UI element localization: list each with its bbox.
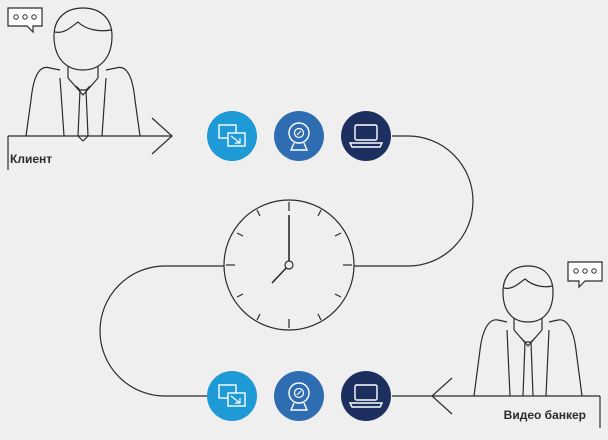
banker-arrowhead [431, 377, 453, 415]
channel-row-bottom [207, 371, 391, 421]
screen-share-icon [207, 111, 257, 161]
client-arrowhead [151, 117, 173, 155]
clock-icon [223, 199, 355, 331]
channel-row-top [207, 111, 391, 161]
webcam-icon [274, 371, 324, 421]
webcam-icon [274, 111, 324, 161]
speech-bubble-icon [567, 261, 603, 289]
banker-person-icon [473, 265, 583, 397]
speech-bubble-icon [7, 7, 43, 34]
client-label: Клиент [10, 152, 53, 166]
client-person-icon [25, 7, 141, 142]
banker-label: Видео банкер [503, 408, 586, 422]
laptop-icon [341, 371, 391, 421]
laptop-icon [341, 111, 391, 161]
screen-share-icon [207, 371, 257, 421]
